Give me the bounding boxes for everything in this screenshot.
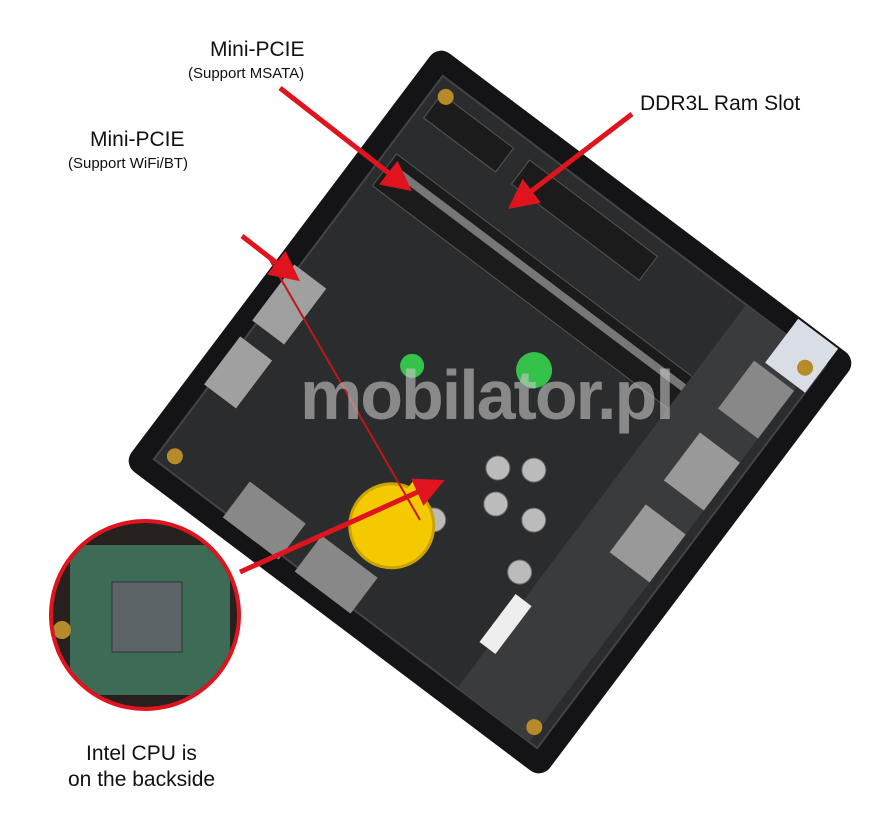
ram-label: DDR3L Ram Slot [640, 92, 801, 115]
msata-subtitle: (Support MSATA) [188, 65, 305, 82]
arrow-wifi [240, 234, 300, 282]
msata-slot [510, 159, 659, 282]
msata-title: Mini-PCIE [210, 38, 305, 61]
cpu-label-line2: on the backside [68, 768, 216, 791]
watermark: mobilator.pl [300, 356, 675, 434]
ok-sticker [516, 352, 553, 389]
arrow-ram [508, 112, 634, 210]
mini-pc-case [128, 50, 852, 774]
sata-connector [479, 594, 532, 655]
cpu-label-line1: Intel CPU is [86, 742, 197, 765]
arrow-msata [278, 86, 412, 192]
wifi-cable [269, 259, 421, 521]
wifi-slot [422, 93, 515, 173]
arrow-cpu [238, 478, 445, 575]
sticker [765, 318, 839, 393]
cpu-inset [49, 519, 241, 711]
wifi-subtitle: (Support WiFi/BT) [68, 155, 189, 172]
wifi-title: Mini-PCIE [90, 128, 185, 151]
usb-port [718, 360, 795, 439]
ethernet-port [663, 432, 740, 511]
ethernet-port [609, 504, 686, 583]
